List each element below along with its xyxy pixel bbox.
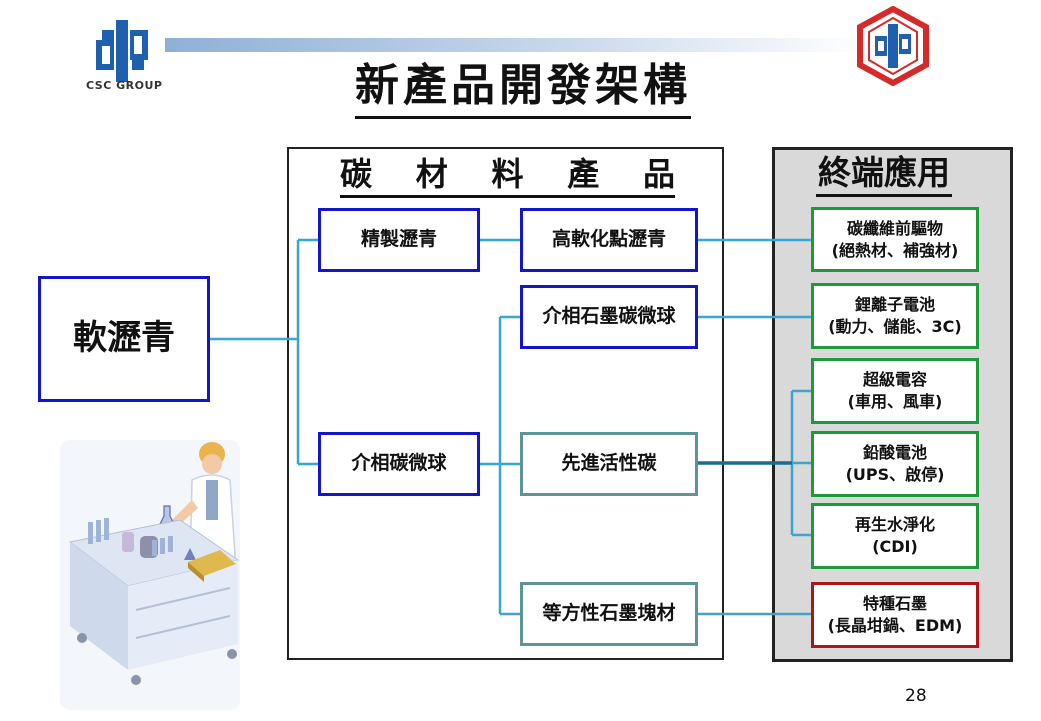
carbon-title-char: 品 xyxy=(642,155,675,193)
carbon-title-char: 產 xyxy=(567,155,600,193)
app-supercapacitor: 超級電容 (車用、風車) xyxy=(811,358,979,424)
node-mesophase-graphite-microbeads: 介相石墨碳微球 xyxy=(520,285,698,349)
app-title: 碳纖維前驅物 xyxy=(846,218,943,238)
scientist-lab-illustration xyxy=(60,440,240,710)
app-lithium-ion-battery: 鋰離子電池 (動力、儲能、3C) xyxy=(811,283,979,349)
app-subtitle: (動力、儲能、3C) xyxy=(828,317,962,336)
node-isotropic-graphite: 等方性石墨塊材 xyxy=(520,582,698,646)
page-title: 新產品開發架構 xyxy=(355,58,691,119)
csc-group-logo xyxy=(96,20,148,82)
logo-caption: CSC GROUP xyxy=(86,79,163,92)
csc-hexagon-logo xyxy=(857,6,929,86)
app-title: 鋰離子電池 xyxy=(854,295,935,315)
header-gradient-bar xyxy=(165,38,865,52)
node-refined-pitch: 精製瀝青 xyxy=(318,208,480,272)
app-subtitle: (UPS、啟停) xyxy=(845,465,945,484)
page-number: 28 xyxy=(905,686,927,706)
app-title: 超級電容 xyxy=(862,370,927,390)
app-water-purification: 再生水淨化 (CDI) xyxy=(811,503,979,569)
applications-title: 終端應用 xyxy=(816,152,952,197)
app-title: 再生水淨化 xyxy=(854,515,935,535)
node-label: 介相碳微球 xyxy=(351,452,447,475)
app-subtitle: (長晶坩鍋、EDM) xyxy=(827,616,963,635)
node-label: 精製瀝青 xyxy=(360,228,437,251)
carbon-title-char: 材 xyxy=(415,155,448,193)
app-subtitle: (絕熱材、補強材) xyxy=(831,240,959,260)
node-high-softening-pitch: 高軟化點瀝青 xyxy=(520,208,698,272)
node-label: 先進活性碳 xyxy=(561,452,657,475)
app-carbon-fiber-precursor: 碳纖維前驅物 (絕熱材、補強材) xyxy=(811,207,979,272)
app-special-graphite: 特種石墨 (長晶坩鍋、EDM) xyxy=(811,582,979,648)
node-mesocarbon-microbeads: 介相碳微球 xyxy=(318,432,480,496)
carbon-products-title: 碳 材 料 產 品 xyxy=(340,153,675,198)
carbon-title-char: 碳 xyxy=(340,155,373,193)
app-title: 鉛酸電池 xyxy=(862,443,927,463)
node-label: 軟瀝青 xyxy=(73,318,175,359)
node-soft-pitch: 軟瀝青 xyxy=(38,276,210,402)
app-lead-acid-battery: 鉛酸電池 (UPS、啟停) xyxy=(811,431,979,497)
node-label: 高軟化點瀝青 xyxy=(551,228,666,251)
app-subtitle: (車用、風車) xyxy=(847,392,943,411)
app-subtitle: (CDI) xyxy=(872,537,918,556)
node-label: 等方性石墨塊材 xyxy=(542,602,676,625)
node-label: 介相石墨碳微球 xyxy=(542,305,676,328)
node-activated-carbon: 先進活性碳 xyxy=(520,432,698,496)
app-title: 特種石墨 xyxy=(862,594,927,614)
carbon-title-char: 料 xyxy=(491,155,524,193)
